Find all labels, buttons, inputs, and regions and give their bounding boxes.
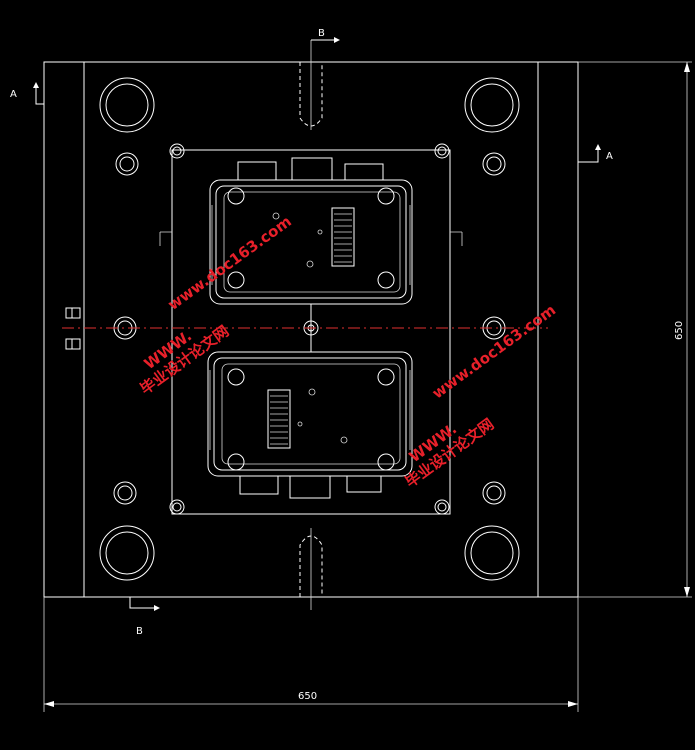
dimension-width: 650 (43, 597, 579, 712)
slot-bottom (299, 528, 323, 610)
svg-text:A: A (10, 89, 17, 100)
section-marker-a-right: A (578, 144, 613, 163)
watermark-right: 毕业设计论文网 WWW. www.doc163.com (402, 301, 559, 491)
cavity-part-lower (207, 351, 413, 499)
guide-pillar-top-right (464, 77, 520, 133)
dimension-height: 650 (578, 61, 692, 598)
guide-pillar-bottom-left (99, 525, 155, 581)
guide-pillar-bottom-right (464, 525, 520, 581)
svg-text:B: B (136, 626, 143, 637)
insert-screws (169, 143, 450, 515)
cavity-insert (159, 149, 463, 515)
svg-text:A: A (606, 151, 613, 162)
section-marker-b-bottom: B (129, 597, 160, 637)
svg-text:B: B (318, 28, 325, 39)
guide-pillar-top-left (99, 77, 155, 133)
svg-text:650: 650 (674, 321, 685, 340)
slot-top (299, 40, 323, 130)
svg-text:www.doc163.com: www.doc163.com (429, 301, 559, 403)
section-marker-b-top: B (311, 28, 340, 43)
svg-text:www.doc163.com: www.doc163.com (164, 212, 294, 314)
cavity-part-upper (209, 157, 413, 305)
cooling-connectors (65, 307, 81, 350)
svg-text:650: 650 (298, 691, 317, 702)
section-marker-a-left: A (10, 82, 44, 105)
